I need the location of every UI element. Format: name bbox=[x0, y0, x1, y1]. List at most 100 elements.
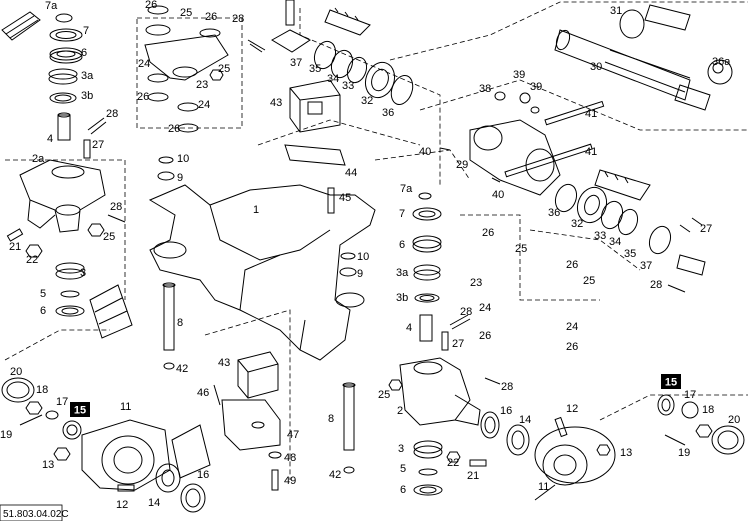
callout-c-5-r: 5 bbox=[400, 463, 406, 475]
callout-c-3b-r: 3b bbox=[396, 292, 408, 304]
callout-c-9-c: 9 bbox=[177, 172, 183, 184]
callout-c-4-r: 4 bbox=[406, 322, 412, 334]
callout-c-22-r: 22 bbox=[447, 457, 459, 469]
callout-c-48-c: 48 bbox=[284, 452, 296, 464]
callout-c-26-r: 26 bbox=[482, 227, 494, 239]
callout-c-41-r2: 41 bbox=[585, 146, 597, 158]
callout-c-28-l: 28 bbox=[106, 108, 118, 120]
callout-c-3a-r: 3a bbox=[396, 267, 409, 279]
callout-c-42-c: 42 bbox=[176, 363, 188, 375]
callout-c-22-l: 22 bbox=[26, 254, 38, 266]
callout-c-34-t: 34 bbox=[327, 73, 339, 85]
callout-c-45-c: 45 bbox=[339, 192, 351, 204]
callout-c-10-c2: 10 bbox=[357, 251, 369, 263]
callout-c-28-r3: 28 bbox=[501, 381, 513, 393]
steering-cylinder-assembly bbox=[439, 4, 733, 293]
callout-c-31-r: 31 bbox=[610, 5, 622, 17]
callout-c-26-r4: 26 bbox=[566, 341, 578, 353]
callout-c-20-l: 20 bbox=[10, 366, 22, 378]
callout-c-19-r: 19 bbox=[678, 447, 690, 459]
callout-c-14-l: 14 bbox=[148, 497, 160, 509]
callout-c-4-l: 4 bbox=[47, 133, 53, 145]
callout-c-2a-l: 2a bbox=[32, 153, 45, 165]
callout-c-36-r: 36 bbox=[548, 207, 560, 219]
callout-c-25-r3: 25 bbox=[378, 389, 390, 401]
callout-c-27-r2: 27 bbox=[452, 338, 464, 350]
steering-rod-seals-top bbox=[271, 0, 414, 106]
callout-c-21-l: 21 bbox=[9, 241, 21, 253]
callout-c-28-l2: 28 bbox=[110, 201, 122, 213]
callout-c-26-t3: 26 bbox=[137, 91, 149, 103]
callout-c-43-t: 43 bbox=[270, 97, 282, 109]
callout-c-9-c2: 9 bbox=[357, 268, 363, 280]
callout-c-47-c: 47 bbox=[287, 429, 299, 441]
callout-c-18-r: 18 bbox=[702, 404, 714, 416]
callout-c-2-r: 2 bbox=[397, 405, 403, 417]
callout-c-6-l: 6 bbox=[81, 47, 87, 59]
callout-c-49-c: 49 bbox=[284, 475, 296, 487]
callout-c-24-t2: 24 bbox=[198, 99, 210, 111]
callout-c-6-l2: 6 bbox=[40, 305, 46, 317]
callout-c-23-t: 23 bbox=[196, 79, 208, 91]
right-knuckle-assembly bbox=[388, 192, 616, 501]
callout-c-26-tl: 26 bbox=[145, 0, 157, 11]
callout-c-1-c: 1 bbox=[253, 204, 259, 216]
callout-c-14-r: 14 bbox=[519, 414, 531, 426]
callout-c-36a-r: 36a bbox=[712, 56, 731, 68]
callout-c-5-l: 5 bbox=[40, 288, 46, 300]
callout-c-39-r: 39 bbox=[513, 69, 525, 81]
callout-c-36-t: 36 bbox=[382, 107, 394, 119]
callout-c-8-c2: 8 bbox=[328, 413, 334, 425]
callout-c-16-r: 16 bbox=[500, 405, 512, 417]
callout-c-12-r: 12 bbox=[566, 403, 578, 415]
callout-c-35-r: 35 bbox=[624, 248, 636, 260]
callout-c-18-l: 18 bbox=[36, 384, 48, 396]
callout-c-37-t: 37 bbox=[290, 57, 302, 69]
highlighted-callout-label: 15 bbox=[74, 405, 86, 417]
callout-c-3-r: 3 bbox=[398, 443, 404, 455]
callout-c-3b-l: 3b bbox=[81, 90, 93, 102]
callout-c-7a-r: 7a bbox=[400, 183, 413, 195]
callout-c-39-r2: 39 bbox=[530, 81, 542, 93]
highlighted-callout-right: 15 bbox=[661, 374, 681, 389]
callout-c-26-tl2: 26 bbox=[205, 11, 217, 23]
callout-c-43-c2: 43 bbox=[218, 357, 230, 369]
callout-c-32-t: 32 bbox=[361, 95, 373, 107]
callout-c-25-r2: 25 bbox=[583, 275, 595, 287]
callout-c-11-r: 11 bbox=[538, 481, 549, 493]
callout-c-41-r: 41 bbox=[585, 108, 597, 120]
callout-c-21-r: 21 bbox=[467, 470, 479, 482]
callout-c-13-l: 13 bbox=[42, 459, 54, 471]
highlighted-callout-label: 15 bbox=[665, 377, 677, 389]
callout-c-27-l: 27 bbox=[92, 139, 104, 151]
callout-c-7-l: 7 bbox=[83, 25, 89, 37]
callout-c-28-r2: 28 bbox=[460, 306, 472, 318]
callout-c-34-r: 34 bbox=[609, 236, 621, 248]
callout-c-3-l: 3 bbox=[80, 267, 86, 279]
callout-c-38-r: 38 bbox=[479, 83, 491, 95]
callout-c-25-tl: 25 bbox=[180, 7, 192, 19]
callout-c-8-c: 8 bbox=[177, 317, 183, 329]
callout-c-30-r: 30 bbox=[590, 61, 602, 73]
callout-c-28-r: 28 bbox=[650, 279, 662, 291]
callout-c-7-r: 7 bbox=[399, 208, 405, 220]
callout-c-6-r: 6 bbox=[399, 239, 405, 251]
callout-c-26-r2: 26 bbox=[566, 259, 578, 271]
callout-c-24-r2: 24 bbox=[566, 321, 578, 333]
callout-c-24-t: 24 bbox=[138, 58, 150, 70]
callout-c-25-t2: 25 bbox=[218, 63, 230, 75]
callout-c-40-r2: 40 bbox=[492, 189, 504, 201]
callout-c-3a-l: 3a bbox=[81, 70, 94, 82]
callout-c-32-r: 32 bbox=[571, 218, 583, 230]
callout-c-33-t: 33 bbox=[342, 80, 354, 92]
callout-c-26-r3: 26 bbox=[479, 330, 491, 342]
callout-c-25-l: 25 bbox=[103, 231, 115, 243]
callout-c-28-t: 28 bbox=[232, 13, 244, 25]
callout-c-23-r: 23 bbox=[470, 277, 482, 289]
callout-c-26-t4: 26 bbox=[168, 123, 180, 135]
drawing-code: 51.803.04.02C bbox=[3, 509, 69, 520]
callout-c-27-r: 27 bbox=[700, 223, 712, 235]
callout-c-33-r: 33 bbox=[594, 230, 606, 242]
right-hub-cap bbox=[657, 394, 745, 455]
